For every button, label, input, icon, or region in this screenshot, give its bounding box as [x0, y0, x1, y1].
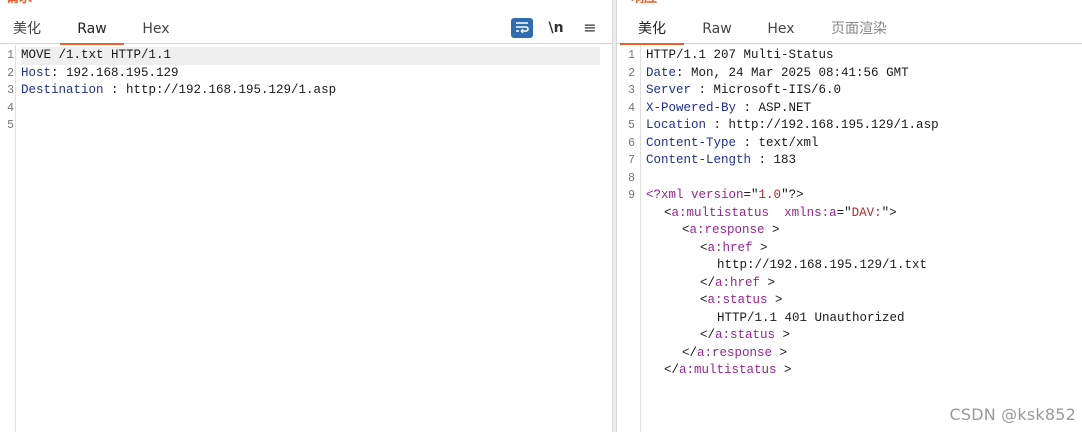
line-number: 1	[7, 49, 14, 62]
line-number: 7	[628, 154, 635, 167]
header-value: 192.168.195.129	[66, 65, 179, 80]
xml-declaration: <?xml version="1.0"?>	[646, 187, 1072, 205]
xml-response-open: <a:response >	[682, 223, 780, 237]
header-sep: :	[706, 118, 729, 132]
line-number: 4	[7, 101, 14, 115]
xml-punct: "?>	[781, 188, 804, 202]
xml-href-value: http://192.168.195.129/1.txt	[717, 258, 928, 272]
header-value: 183	[773, 153, 797, 167]
header-key: Content-Length	[646, 153, 752, 167]
xml-status-close: </a:status >	[700, 328, 791, 342]
header-line-destination: Destination : http://192.168.195.129/1.a…	[21, 82, 602, 100]
header-key: Server	[646, 83, 692, 97]
xml-attr: xmlns:a	[784, 205, 837, 220]
header-sep: :	[676, 65, 692, 80]
header-line-server: Server : Microsoft-IIS/6.0	[646, 82, 1072, 100]
line-number: 6	[628, 136, 635, 150]
line-number: 1	[628, 49, 635, 62]
xml-punct: ="	[836, 205, 852, 220]
line-number: 5	[7, 119, 14, 132]
header-sep: :	[751, 153, 774, 167]
menu-icon[interactable]: ≡	[583, 18, 597, 37]
tab-pretty[interactable]: 美化	[13, 21, 41, 37]
xml-punct: <?xml	[646, 188, 692, 202]
line-gutter: 1 2 3 4 5	[0, 45, 16, 432]
xml-multistatus-open: <a:multistatus xmlns:a="DAV:">	[664, 205, 897, 220]
line-number: 4	[628, 101, 635, 115]
line-number: 9	[628, 189, 635, 202]
tab-raw[interactable]: Raw	[702, 21, 732, 37]
request-editor[interactable]: 1 2 3 4 5 MOVE /1.txt HTTP/1.1 Host: 192…	[0, 45, 612, 432]
request-pane: 请求 美化 Raw Hex \n ≡ 1 2 3 4 5 MOVE /1.txt…	[0, 0, 612, 432]
header-value: http://192.168.195.129/1.asp	[728, 118, 939, 132]
xml-punct: ">	[881, 205, 897, 220]
watermark: CSDN @ksk852	[949, 405, 1076, 424]
header-sep: :	[103, 83, 127, 97]
header-sep: :	[736, 135, 759, 150]
xml-multistatus-close: </a:multistatus >	[664, 363, 792, 377]
xml-tag: a:status	[715, 328, 776, 342]
header-line-host: Host: 192.168.195.129	[21, 65, 602, 83]
line-number: 2	[7, 66, 14, 80]
header-key: Location	[646, 118, 707, 132]
header-value: Microsoft-IIS/6.0	[713, 83, 842, 97]
tab-render[interactable]: 页面渲染	[831, 21, 887, 37]
header-value: Mon, 24 Mar 2025 08:41:56 GMT	[691, 65, 909, 80]
line-number: 3	[7, 84, 14, 97]
header-value: text/xml	[758, 135, 819, 150]
header-value: http://192.168.195.129/1.asp	[126, 83, 337, 97]
tab-hex[interactable]: Hex	[142, 21, 170, 37]
header-line-content-length: Content-Length : 183	[646, 152, 1072, 170]
xml-tag: a:multistatus	[679, 363, 777, 377]
header-sep: :	[51, 65, 67, 80]
request-line: MOVE /1.txt HTTP/1.1	[21, 47, 600, 65]
tab-hex[interactable]: Hex	[767, 21, 795, 37]
xml-tag: a:multistatus	[671, 205, 770, 220]
line-number: 8	[628, 171, 635, 185]
tab-raw[interactable]: Raw	[60, 16, 124, 45]
xml-tag: a:href	[715, 275, 761, 290]
header-sep: :	[736, 100, 759, 115]
xml-string: DAV:	[851, 205, 882, 220]
status-line: HTTP/1.1 207 Multi-Status	[646, 48, 834, 62]
response-pane: 响应 美化 Raw Hex 页面渲染 1 2 3 4 5 6 7 8 9 HTT…	[617, 0, 1082, 432]
line-gutter: 1 2 3 4 5 6 7 8 9	[617, 45, 641, 432]
xml-tag: a:response	[689, 223, 765, 237]
header-line-powered-by: X-Powered-By : ASP.NET	[646, 100, 1072, 118]
xml-tag: a:response	[697, 345, 773, 360]
xml-tag: a:href	[707, 240, 753, 255]
header-key: Destination	[21, 83, 104, 97]
header-key: Date	[646, 65, 677, 80]
header-sep: :	[691, 83, 714, 97]
xml-string: 1.0	[758, 188, 782, 202]
response-tabs: 美化 Raw Hex 页面渲染	[617, 16, 1082, 45]
header-key: Host	[21, 65, 52, 80]
header-line-content-type: Content-Type : text/xml	[646, 135, 1072, 153]
request-tabs: 美化 Raw Hex	[0, 16, 612, 45]
xml-attr: version	[691, 188, 744, 202]
tab-pretty[interactable]: 美化	[620, 16, 684, 45]
xml-status-value: HTTP/1.1 401 Unauthorized	[717, 310, 905, 325]
response-title: 响应	[631, 0, 657, 5]
line-number: 3	[628, 84, 635, 97]
response-editor[interactable]: 1 2 3 4 5 6 7 8 9 HTTP/1.1 207 Multi-Sta…	[617, 45, 1082, 432]
header-key: X-Powered-By	[646, 100, 737, 115]
line-number: 2	[628, 66, 635, 80]
wrap-lines-icon[interactable]	[511, 18, 533, 38]
xml-tag: a:status	[707, 293, 768, 307]
header-value: ASP.NET	[758, 100, 812, 115]
xml-response-close: </a:response >	[682, 345, 788, 360]
xml-href-close: </a:href >	[700, 275, 776, 290]
newline-toggle-icon[interactable]: \n	[548, 20, 564, 36]
header-line-date: Date: Mon, 24 Mar 2025 08:41:56 GMT	[646, 65, 1072, 83]
xml-punct: ="	[743, 188, 759, 202]
xml-status-open: <a:status >	[700, 293, 783, 307]
xml-href-open: <a:href >	[700, 240, 768, 255]
line-number: 5	[628, 119, 635, 132]
header-key: Content-Type	[646, 135, 737, 150]
pane-splitter[interactable]	[612, 0, 617, 432]
header-line-location: Location : http://192.168.195.129/1.asp	[646, 117, 1072, 135]
request-title: 请求	[6, 0, 32, 5]
